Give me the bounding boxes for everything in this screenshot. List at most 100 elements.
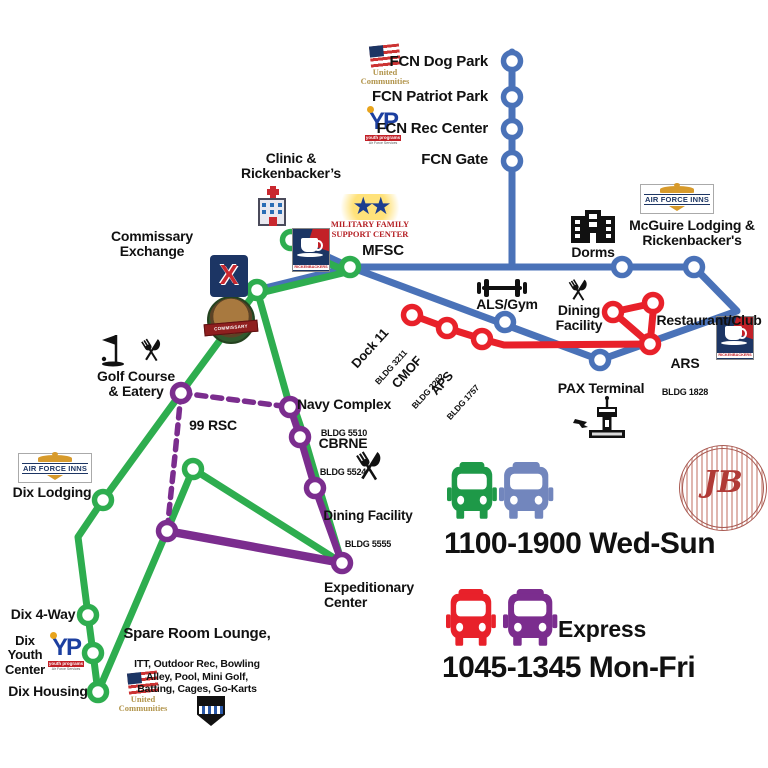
station-label-dix-housing: Dix Housing: [8, 683, 88, 699]
yp-band: youth programs: [48, 661, 84, 668]
stop-navy-complex: [278, 395, 302, 419]
stop-pax-terminal: [588, 348, 612, 372]
stop-mcguire: [682, 255, 706, 279]
united-communities-logo-top: United Communities: [350, 43, 420, 86]
stop-spare-room: [155, 519, 179, 543]
united-communities-logo-bottom: United Communities: [108, 670, 178, 713]
stop-dock11: [400, 303, 424, 327]
rickenbackers-text: RICKENBACKERS: [717, 353, 753, 358]
station-label-ars: ARS BLDG 1828: [650, 341, 720, 413]
rickenbackers-logo-mcguire: RICKENBACKERS: [716, 316, 754, 360]
dumbbell-icon: [477, 279, 527, 297]
dorms-building-icon: [571, 210, 615, 243]
golf-utensils-icon: [141, 338, 163, 363]
stop-dorms: [610, 255, 634, 279]
coffee-cup-icon: [301, 238, 323, 252]
stop-aps: [470, 327, 494, 351]
station-label-mcguire: McGuire Lodging & Rickenbacker's: [629, 217, 755, 249]
ars-bldg: BLDG 1828: [661, 387, 709, 398]
spare-room-name: Spare Room Lounge,: [123, 625, 271, 643]
pax-tower-icon: [573, 396, 625, 438]
stop-als-gym: [493, 310, 517, 334]
air-force-inns-text: AIR FORCE INNS: [22, 463, 88, 474]
legend-express-time: 1045-1345 Mon-Fri: [442, 651, 696, 684]
mfsc-logo: ★★ MILITARY FAMILY SUPPORT CENTER: [330, 194, 410, 240]
youth-programs-logo-dix: YP youth programs Air Force Services: [46, 632, 86, 672]
rickenbackers-text: RICKENBACKERS: [293, 265, 329, 270]
yp-sub: Air Force Services: [368, 141, 398, 146]
stop-dix-lodging: [91, 488, 115, 512]
station-label-navy-complex: Navy Complex BLDG 5510: [288, 382, 400, 454]
station-label-expeditionary: Expeditionary Center: [324, 579, 414, 611]
exchange-logo: X: [210, 255, 248, 297]
stop-mfsc: [338, 255, 362, 279]
youth-programs-logo-top: YP youth programs Air Force Services: [363, 106, 403, 146]
air-force-inns-logo-mcguire: AIR FORCE INNS: [640, 183, 714, 214]
stop-99rsc: [181, 457, 205, 481]
gold-fan-icon: [669, 206, 685, 211]
united-communities-text: United Communities: [360, 67, 410, 86]
legend-bus-purple-icon: [503, 588, 558, 646]
yp-letters: YP: [46, 632, 86, 660]
commissary-ribbon-text: COMMISSARY: [203, 319, 259, 337]
dining5555-bldg: BLDG 5555: [344, 538, 392, 549]
station-label-restaurant-club: Restaurant/Club: [656, 312, 762, 328]
route-purple: [162, 390, 347, 568]
yp-letters: YP: [363, 106, 403, 134]
legend-daily-time: 1100-1900 Wed-Sun: [444, 527, 716, 560]
station-label-cbrne: CBRNE BLDG 5524: [300, 421, 386, 493]
golf-icon: [101, 335, 124, 367]
hospital-door: [269, 217, 277, 226]
legend-bus-red-icon: [446, 588, 496, 646]
legend-bus-blue-icon: [499, 461, 554, 519]
stop-ars: [638, 332, 662, 356]
checkerboard-band: [199, 706, 223, 714]
coffee-saucer: [297, 253, 323, 257]
station-label-dorms: Dorms: [571, 244, 615, 260]
jb-monogram: JB: [703, 465, 743, 500]
stop-dix-4way: [76, 603, 100, 627]
hospital-cross-bar: [267, 189, 279, 195]
stop-fcn-rec-center: [500, 117, 524, 141]
stop-commissary: [245, 278, 269, 302]
station-label-fcn-gate: FCN Gate: [421, 151, 488, 168]
stop-cbrne: [288, 425, 312, 449]
station-label-clinic: Clinic & Rickenbacker’s: [241, 150, 341, 182]
station-label-dining5555: Dining Facility BLDG 5555: [316, 494, 420, 564]
stop-dining-express: [601, 300, 625, 324]
united-communities-text: United Communities: [118, 694, 168, 713]
stop-fcn-dog-park: [500, 49, 524, 73]
stop-dix-youth: [81, 641, 105, 665]
station-label-dining-express: Dining Facility: [555, 302, 603, 334]
station-label-spare-room: Spare Room Lounge, ITT, Outdoor Rec, Bow…: [106, 611, 288, 711]
station-label-fcn-patriot-park: FCN Patriot Park: [372, 88, 488, 105]
dining5555-name: Dining Facility: [323, 507, 413, 523]
cbrne-bldg: BLDG 5524: [319, 467, 367, 478]
coffee-saucer: [721, 341, 747, 345]
cbrne-name: CBRNE: [318, 435, 368, 452]
station-label-fcn-dog-park: FCN Dog Park: [389, 53, 489, 70]
stop-cmof: [435, 316, 459, 340]
station-label-pax-terminal: PAX Terminal: [557, 380, 645, 396]
commissary-logo: COMMISSARY: [203, 296, 259, 344]
station-label-commissary-exchange: Commissary Exchange: [110, 228, 194, 260]
jb-restaurant-logo: JB: [679, 445, 767, 531]
hospital-windows: [262, 203, 266, 207]
stop-dining5555: [303, 476, 327, 500]
coffee-cup-icon: [725, 326, 747, 340]
stop-expeditionary: [330, 551, 354, 575]
dining-express-utensils-icon: [568, 279, 590, 302]
rickenbackers-logo-clinic: RICKENBACKERS: [292, 228, 330, 272]
station-label-mfsc: MFSC: [362, 242, 404, 259]
clinic-hospital-icon: [257, 186, 289, 228]
ars-name: ARS: [670, 355, 700, 372]
station-label-fcn-rec-center: FCN Rec Center: [376, 120, 489, 137]
station-label-99rsc: 99 RSC: [189, 417, 237, 433]
stop-fcn-patriot-park: [500, 85, 524, 109]
station-label-dix-youth: Dix Youth Center: [5, 633, 45, 677]
station-label-dix-lodging: Dix Lodging: [12, 484, 92, 500]
stop-red-corner: [641, 291, 665, 315]
stop-dix-housing: [86, 680, 110, 704]
